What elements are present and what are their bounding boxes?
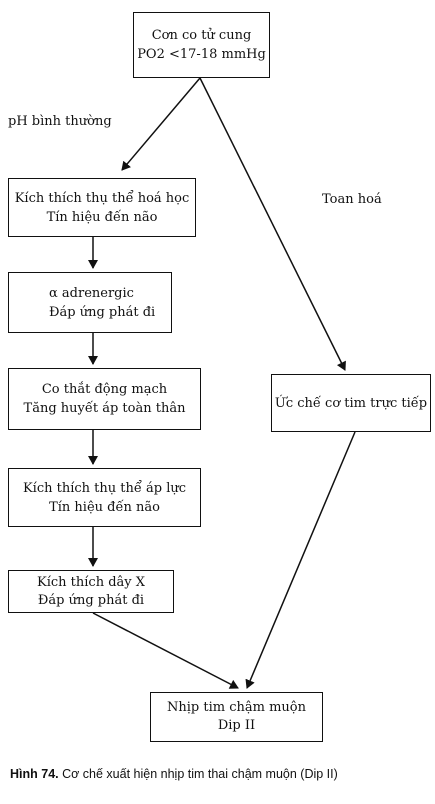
arrow-top-to-inhibit	[199, 77, 346, 371]
node-vagus-stimulation-line1: Kích thích dây X	[37, 574, 145, 590]
node-baroreceptor: Kích thích thụ thể áp lực Tín hiệu đến n…	[8, 468, 201, 527]
figure-caption: Hình 74. Cơ chế xuất hiện nhịp tim thai …	[10, 767, 338, 781]
node-uterine-contraction-line2: PO2 <17-18 mmHg	[137, 47, 266, 62]
node-vasoconstriction-line2: Tăng huyết áp toàn thân	[23, 401, 186, 416]
node-alpha-adrenergic-line1: α adrenergic	[49, 285, 134, 301]
arrow-inhibit-to-result	[245, 431, 356, 689]
node-baroreceptor-line1: Kích thích thụ thể áp lực	[22, 480, 187, 496]
node-vagus-stimulation-line2: Đáp ứng phát đi	[37, 592, 145, 608]
figure-caption-text: Cơ chế xuất hiện nhịp tim thai chậm muộn…	[62, 767, 338, 781]
arrow-top-to-chemo	[121, 77, 201, 171]
node-alpha-adrenergic: α adrenergic Đáp ứng phát đi	[8, 272, 172, 333]
label-normal-ph: pH bình thường	[8, 114, 112, 129]
node-late-deceleration: Nhịp tim chậm muộn Dip II	[150, 692, 323, 742]
node-vagus-stimulation: Kích thích dây X Đáp ứng phát đi	[8, 570, 174, 613]
node-late-deceleration-line2: Dip II	[217, 718, 256, 733]
node-myocardial-inhibition: Ức chế cơ tim trực tiếp	[271, 374, 431, 432]
node-chemoreceptor: Kích thích thụ thể hoá học Tín hiệu đến …	[8, 178, 196, 237]
figure-caption-prefix: Hình 74.	[10, 767, 59, 781]
node-myocardial-inhibition-line1: Ức chế cơ tim trực tiếp	[274, 395, 428, 411]
node-baroreceptor-line2: Tín hiệu đến não	[49, 499, 160, 515]
label-acidosis: Toan hoá	[322, 192, 382, 207]
node-chemoreceptor-line2: Tín hiệu đến não	[46, 209, 158, 225]
node-uterine-contraction-line1: Cơn co tử cung	[151, 28, 252, 43]
node-chemoreceptor-line1: Kích thích thụ thể hoá học	[14, 190, 190, 206]
node-alpha-adrenergic-line2: Đáp ứng phát đi	[49, 304, 156, 320]
node-uterine-contraction: Cơn co tử cung PO2 <17-18 mmHg	[133, 12, 270, 78]
arrow-vagus-to-result	[92, 612, 239, 689]
node-vasoconstriction: Co thắt động mạch Tăng huyết áp toàn thâ…	[8, 368, 201, 430]
node-late-deceleration-line1: Nhịp tim chậm muộn	[167, 700, 306, 715]
node-vasoconstriction-line1: Co thắt động mạch	[41, 382, 168, 397]
